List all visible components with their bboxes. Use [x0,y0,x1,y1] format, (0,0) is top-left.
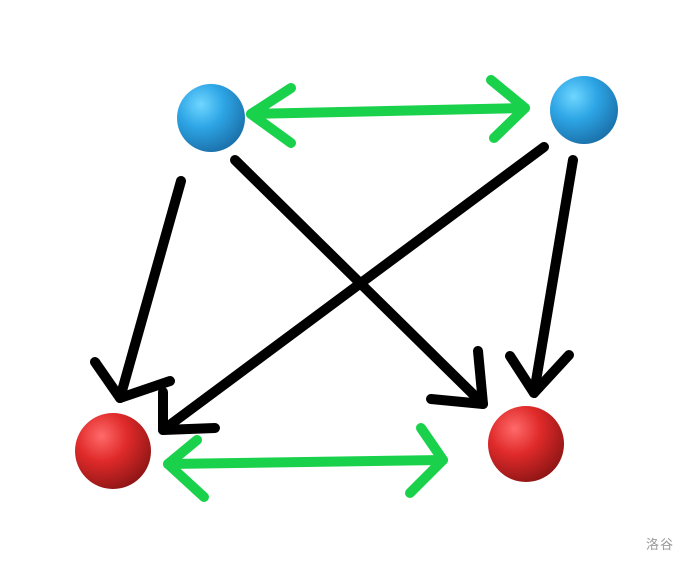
arrowhead-bottom-left-1 [90,357,175,403]
edge-bottom-bidirectional [163,455,448,469]
directed-edges [90,142,578,435]
node-bottom-left [75,413,151,489]
edge-top-bidirectional [246,103,530,119]
edge-top-left-to-bottom-left [115,176,186,403]
node-top-right [550,76,618,144]
arrowhead-bottom-left-2 [158,387,220,435]
arrowhead-top-right [486,75,530,143]
node-bottom-right [488,406,564,482]
arrowhead-bottom-right-2 [505,350,574,398]
nodes [75,76,618,489]
edge-top-right-to-bottom-left [158,142,549,435]
edge-top-right-to-bottom-right [529,155,578,398]
watermark-text: 洛谷 [646,538,675,553]
arrowhead-bottom-right-1 [426,346,488,409]
arrowhead-bottom-left [163,435,209,502]
arrowhead-bottom-right [405,423,448,498]
bidirectional-edges [163,75,530,502]
node-top-left [177,84,245,152]
arrowhead-top-left [246,83,296,148]
